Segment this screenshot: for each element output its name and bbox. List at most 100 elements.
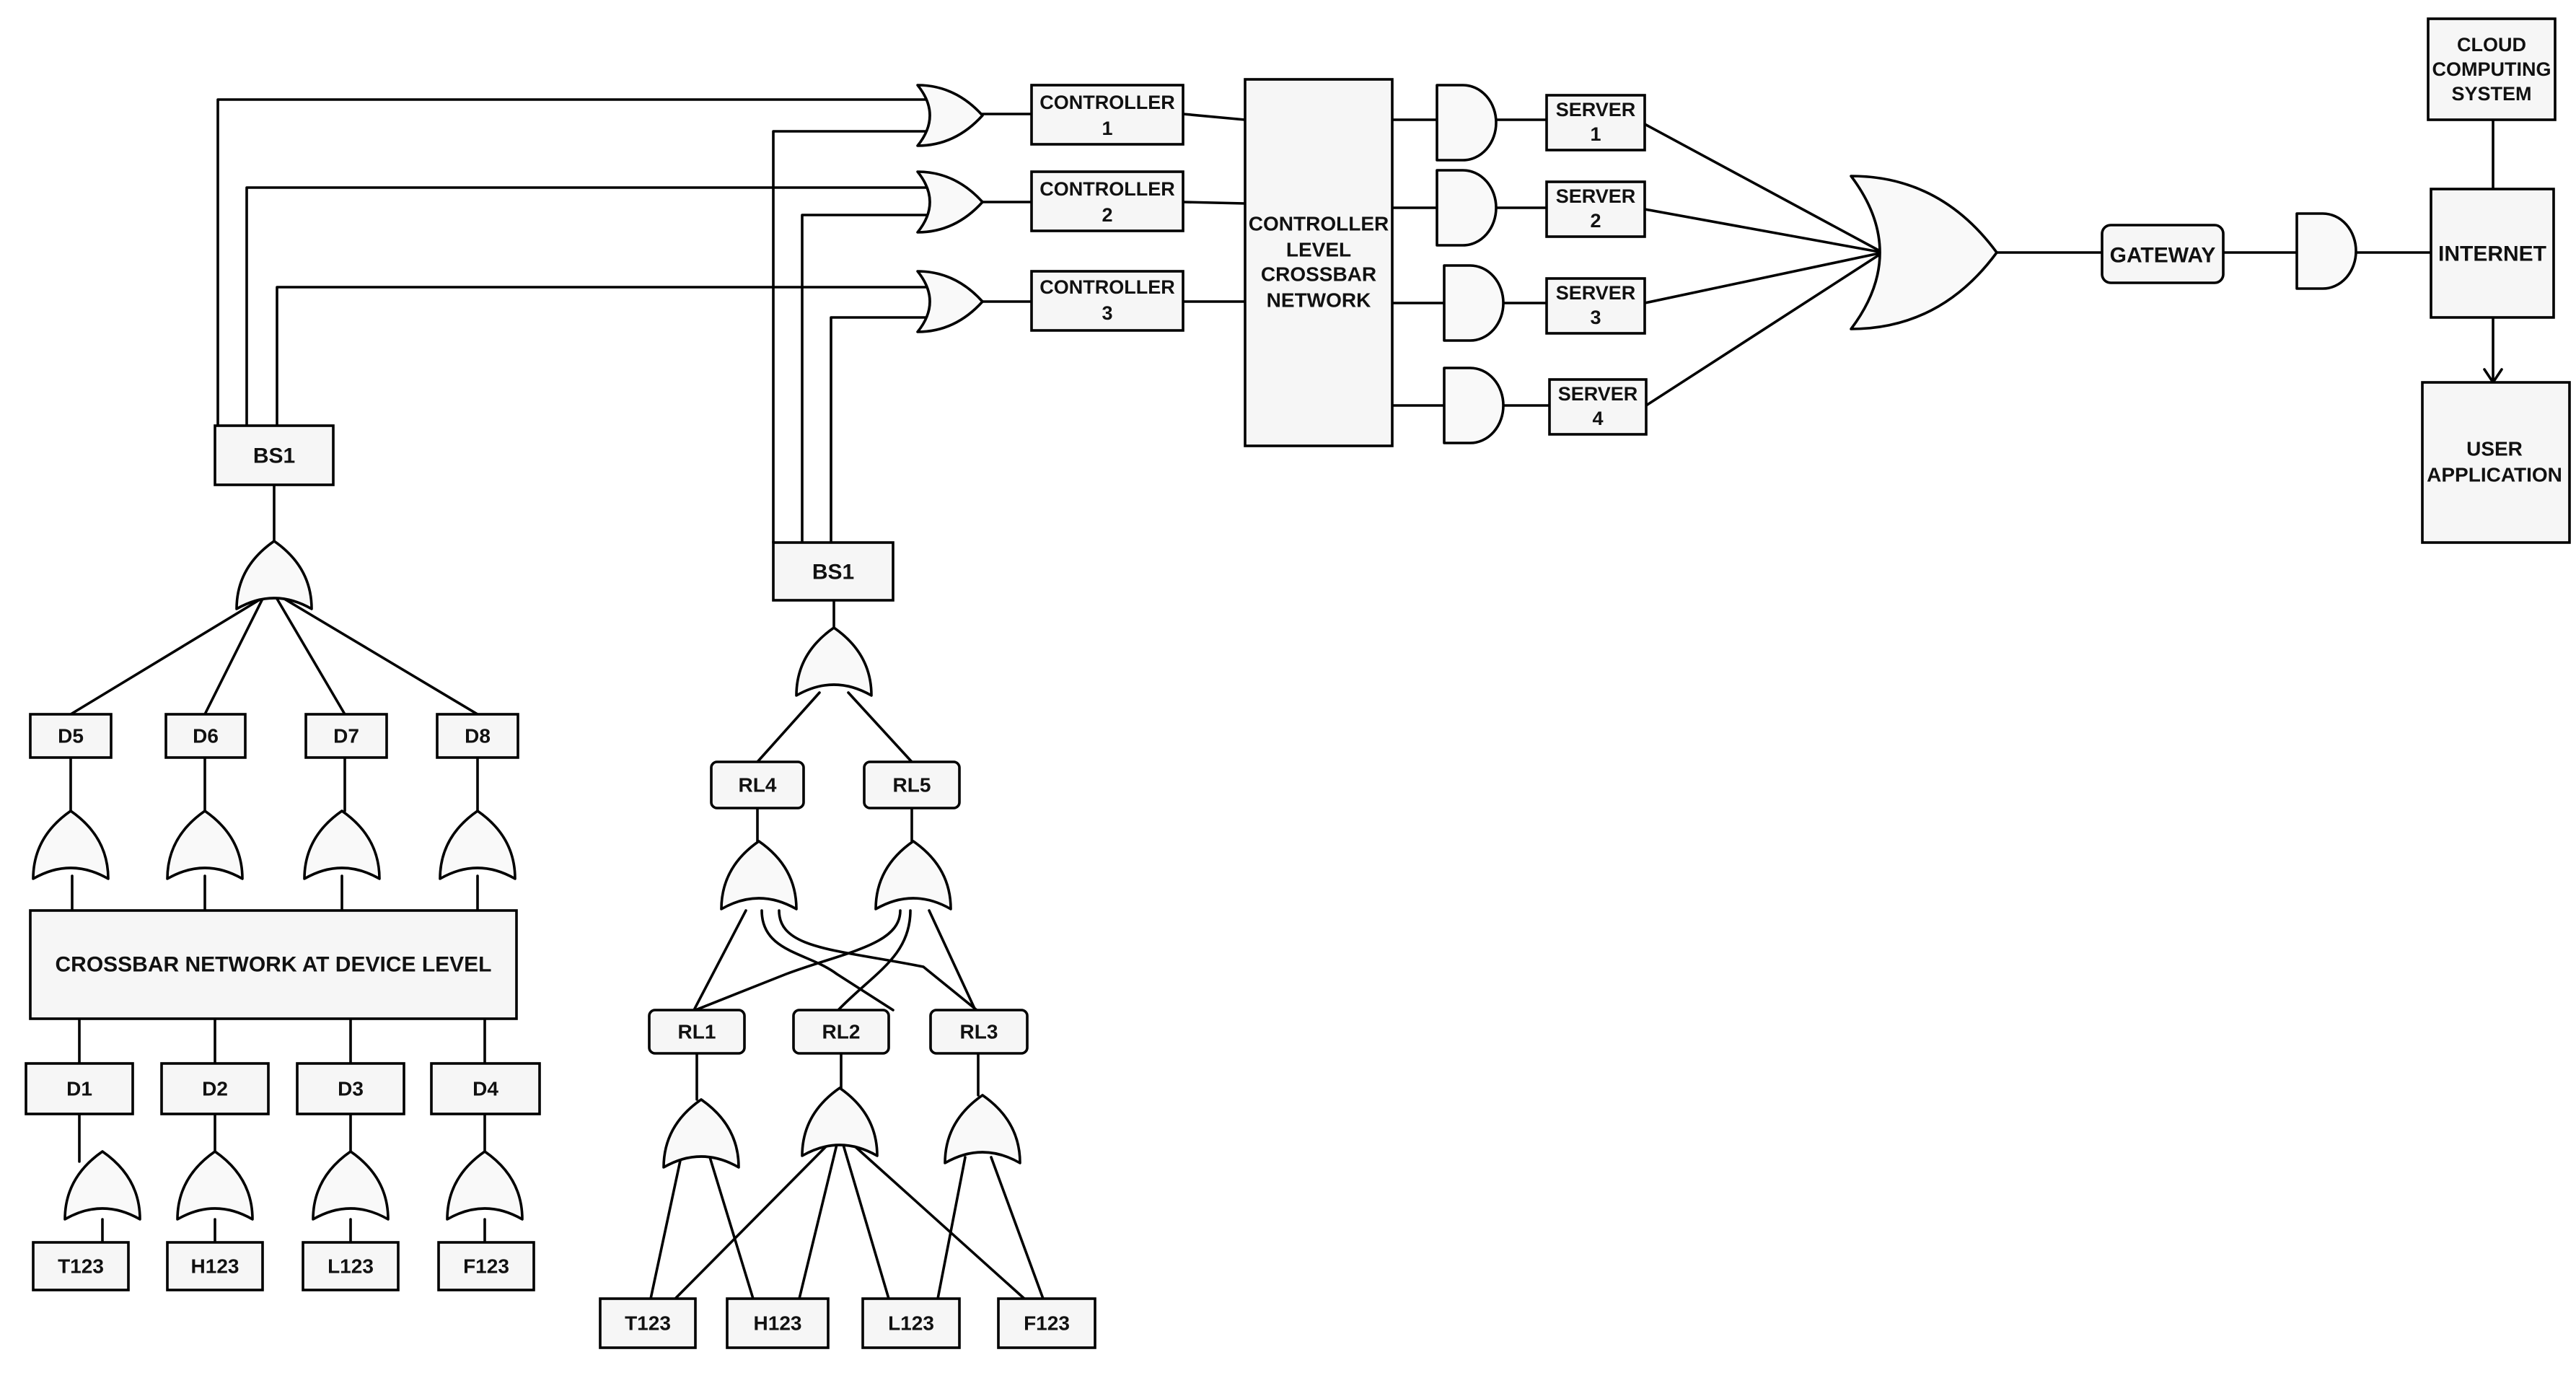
bs1-left-label: BS1: [253, 444, 295, 468]
server-3-number: 3: [1590, 307, 1601, 328]
server-3-label: SERVER: [1556, 282, 1636, 304]
or-gate-d8: [439, 809, 516, 880]
rl1-node: RL1: [648, 1009, 746, 1055]
controller-2-node: CONTROLLER 2: [1030, 170, 1184, 232]
or-gate-bs1-right: [795, 626, 873, 697]
bs1-left-node: BS1: [214, 424, 335, 486]
d4-node: D4: [430, 1062, 541, 1115]
right-h123-label: H123: [754, 1312, 802, 1335]
or-gate-rl1: [662, 1098, 740, 1169]
right-t123-label: T123: [625, 1312, 671, 1335]
controller-crossbar-node: CONTROLLER LEVEL CROSSBAR NETWORK: [1244, 78, 1394, 447]
d6-label: D6: [193, 725, 219, 747]
or-gate-rl3: [944, 1094, 1021, 1164]
right-h123-node: H123: [726, 1297, 830, 1349]
crossbar-label-4: NETWORK: [1267, 289, 1371, 312]
d7-label: D7: [333, 725, 359, 747]
or-gate-bs1-left: [235, 540, 313, 610]
or-gate-controller-3: [916, 270, 984, 333]
diagram-nodes: CONTROLLER 1 CONTROLLER 2 CONTROLLER 3 C…: [25, 17, 2571, 1349]
rl5-label: RL5: [893, 774, 931, 797]
d2-node: D2: [160, 1062, 270, 1115]
device-crossbar-node: CROSSBAR NETWORK AT DEVICE LEVEL: [29, 909, 518, 1020]
left-l123-label: L123: [328, 1255, 374, 1278]
rl1-label: RL1: [678, 1021, 716, 1043]
and-gate-server-4: [1443, 367, 1505, 444]
bs1-right-label: BS1: [812, 561, 854, 584]
left-l123-node: L123: [302, 1241, 400, 1291]
or-gate-controller-2: [916, 170, 984, 234]
d1-label: D1: [66, 1078, 92, 1100]
left-t123-label: T123: [58, 1255, 104, 1278]
crossbar-label-3: CROSSBAR: [1261, 263, 1376, 286]
and-gate-server-2: [1436, 169, 1498, 247]
or-gate-d1: [63, 1150, 141, 1221]
or-gate-d3: [312, 1150, 390, 1221]
left-f123-node: F123: [437, 1241, 535, 1291]
d7-node: D7: [304, 713, 388, 759]
rl3-label: RL3: [960, 1021, 998, 1043]
rl5-node: RL5: [863, 760, 961, 809]
d8-node: D8: [436, 713, 519, 759]
or-gate-rl4: [720, 840, 798, 910]
left-f123-label: F123: [463, 1255, 509, 1278]
internet-node: INTERNET: [2430, 188, 2555, 319]
user-app-label-1: USER: [2466, 438, 2523, 460]
controller-3-label: CONTROLLER: [1039, 276, 1174, 298]
controller-2-label: CONTROLLER: [1039, 178, 1174, 200]
or-gate-servers: [1850, 175, 1998, 330]
or-gate-rl5: [874, 840, 952, 910]
rl2-node: RL2: [792, 1009, 890, 1055]
or-gate-d7: [303, 809, 381, 880]
or-gate-d2: [176, 1150, 254, 1221]
server-1-node: SERVER 1: [1545, 94, 1646, 152]
and-gate-server-1: [1436, 84, 1498, 162]
d5-node: D5: [29, 713, 113, 759]
and-gate-gateway: [2295, 212, 2357, 290]
or-gate-d5: [32, 809, 110, 880]
crossbar-label-2: LEVEL: [1286, 239, 1351, 261]
cloud-label-2: COMPUTING: [2432, 58, 2551, 80]
controller-2-number: 2: [1102, 204, 1112, 226]
left-h123-label: H123: [191, 1255, 239, 1278]
and-gate-server-3: [1443, 264, 1505, 342]
d4-label: D4: [472, 1078, 498, 1100]
server-1-number: 1: [1590, 123, 1601, 145]
or-gate-rl2: [801, 1087, 879, 1157]
rl4-node: RL4: [710, 760, 805, 809]
logic-gates: [32, 84, 2357, 1221]
server-3-node: SERVER 3: [1545, 277, 1646, 335]
controller-1-number: 1: [1102, 118, 1112, 139]
gateway-label: GATEWAY: [2110, 244, 2216, 268]
d5-label: D5: [58, 725, 84, 747]
server-4-node: SERVER 4: [1548, 378, 1648, 436]
device-crossbar-label: CROSSBAR NETWORK AT DEVICE LEVEL: [55, 953, 491, 977]
server-2-label: SERVER: [1556, 185, 1636, 207]
crossbar-label-1: CONTROLLER: [1249, 213, 1389, 235]
rl4-label: RL4: [739, 774, 777, 797]
d6-node: D6: [164, 713, 247, 759]
server-2-number: 2: [1590, 210, 1601, 232]
d8-label: D8: [465, 725, 491, 747]
cloud-computing-node: CLOUD COMPUTING SYSTEM: [2427, 17, 2557, 121]
cloud-label-3: SYSTEM: [2451, 83, 2531, 105]
d3-node: D3: [296, 1062, 405, 1115]
d2-label: D2: [202, 1078, 228, 1100]
right-l123-label: L123: [888, 1312, 934, 1335]
d1-node: D1: [25, 1062, 134, 1115]
cloud-label-1: CLOUD: [2457, 34, 2526, 56]
or-gate-d4: [446, 1150, 524, 1221]
right-t123-node: T123: [599, 1297, 697, 1349]
server-4-label: SERVER: [1558, 383, 1638, 405]
rl3-node: RL3: [929, 1009, 1029, 1055]
controller-3-node: CONTROLLER 3: [1030, 270, 1184, 332]
controller-1-label: CONTROLLER: [1039, 92, 1174, 113]
controller-1-node: CONTROLLER 1: [1030, 84, 1184, 146]
controller-3-number: 3: [1102, 302, 1112, 324]
d3-label: D3: [338, 1078, 364, 1100]
connection-wires: [69, 98, 2503, 1300]
rl2-label: RL2: [822, 1021, 861, 1043]
user-app-label-2: APPLICATION: [2427, 464, 2562, 486]
gateway-node: GATEWAY: [2101, 224, 2225, 284]
